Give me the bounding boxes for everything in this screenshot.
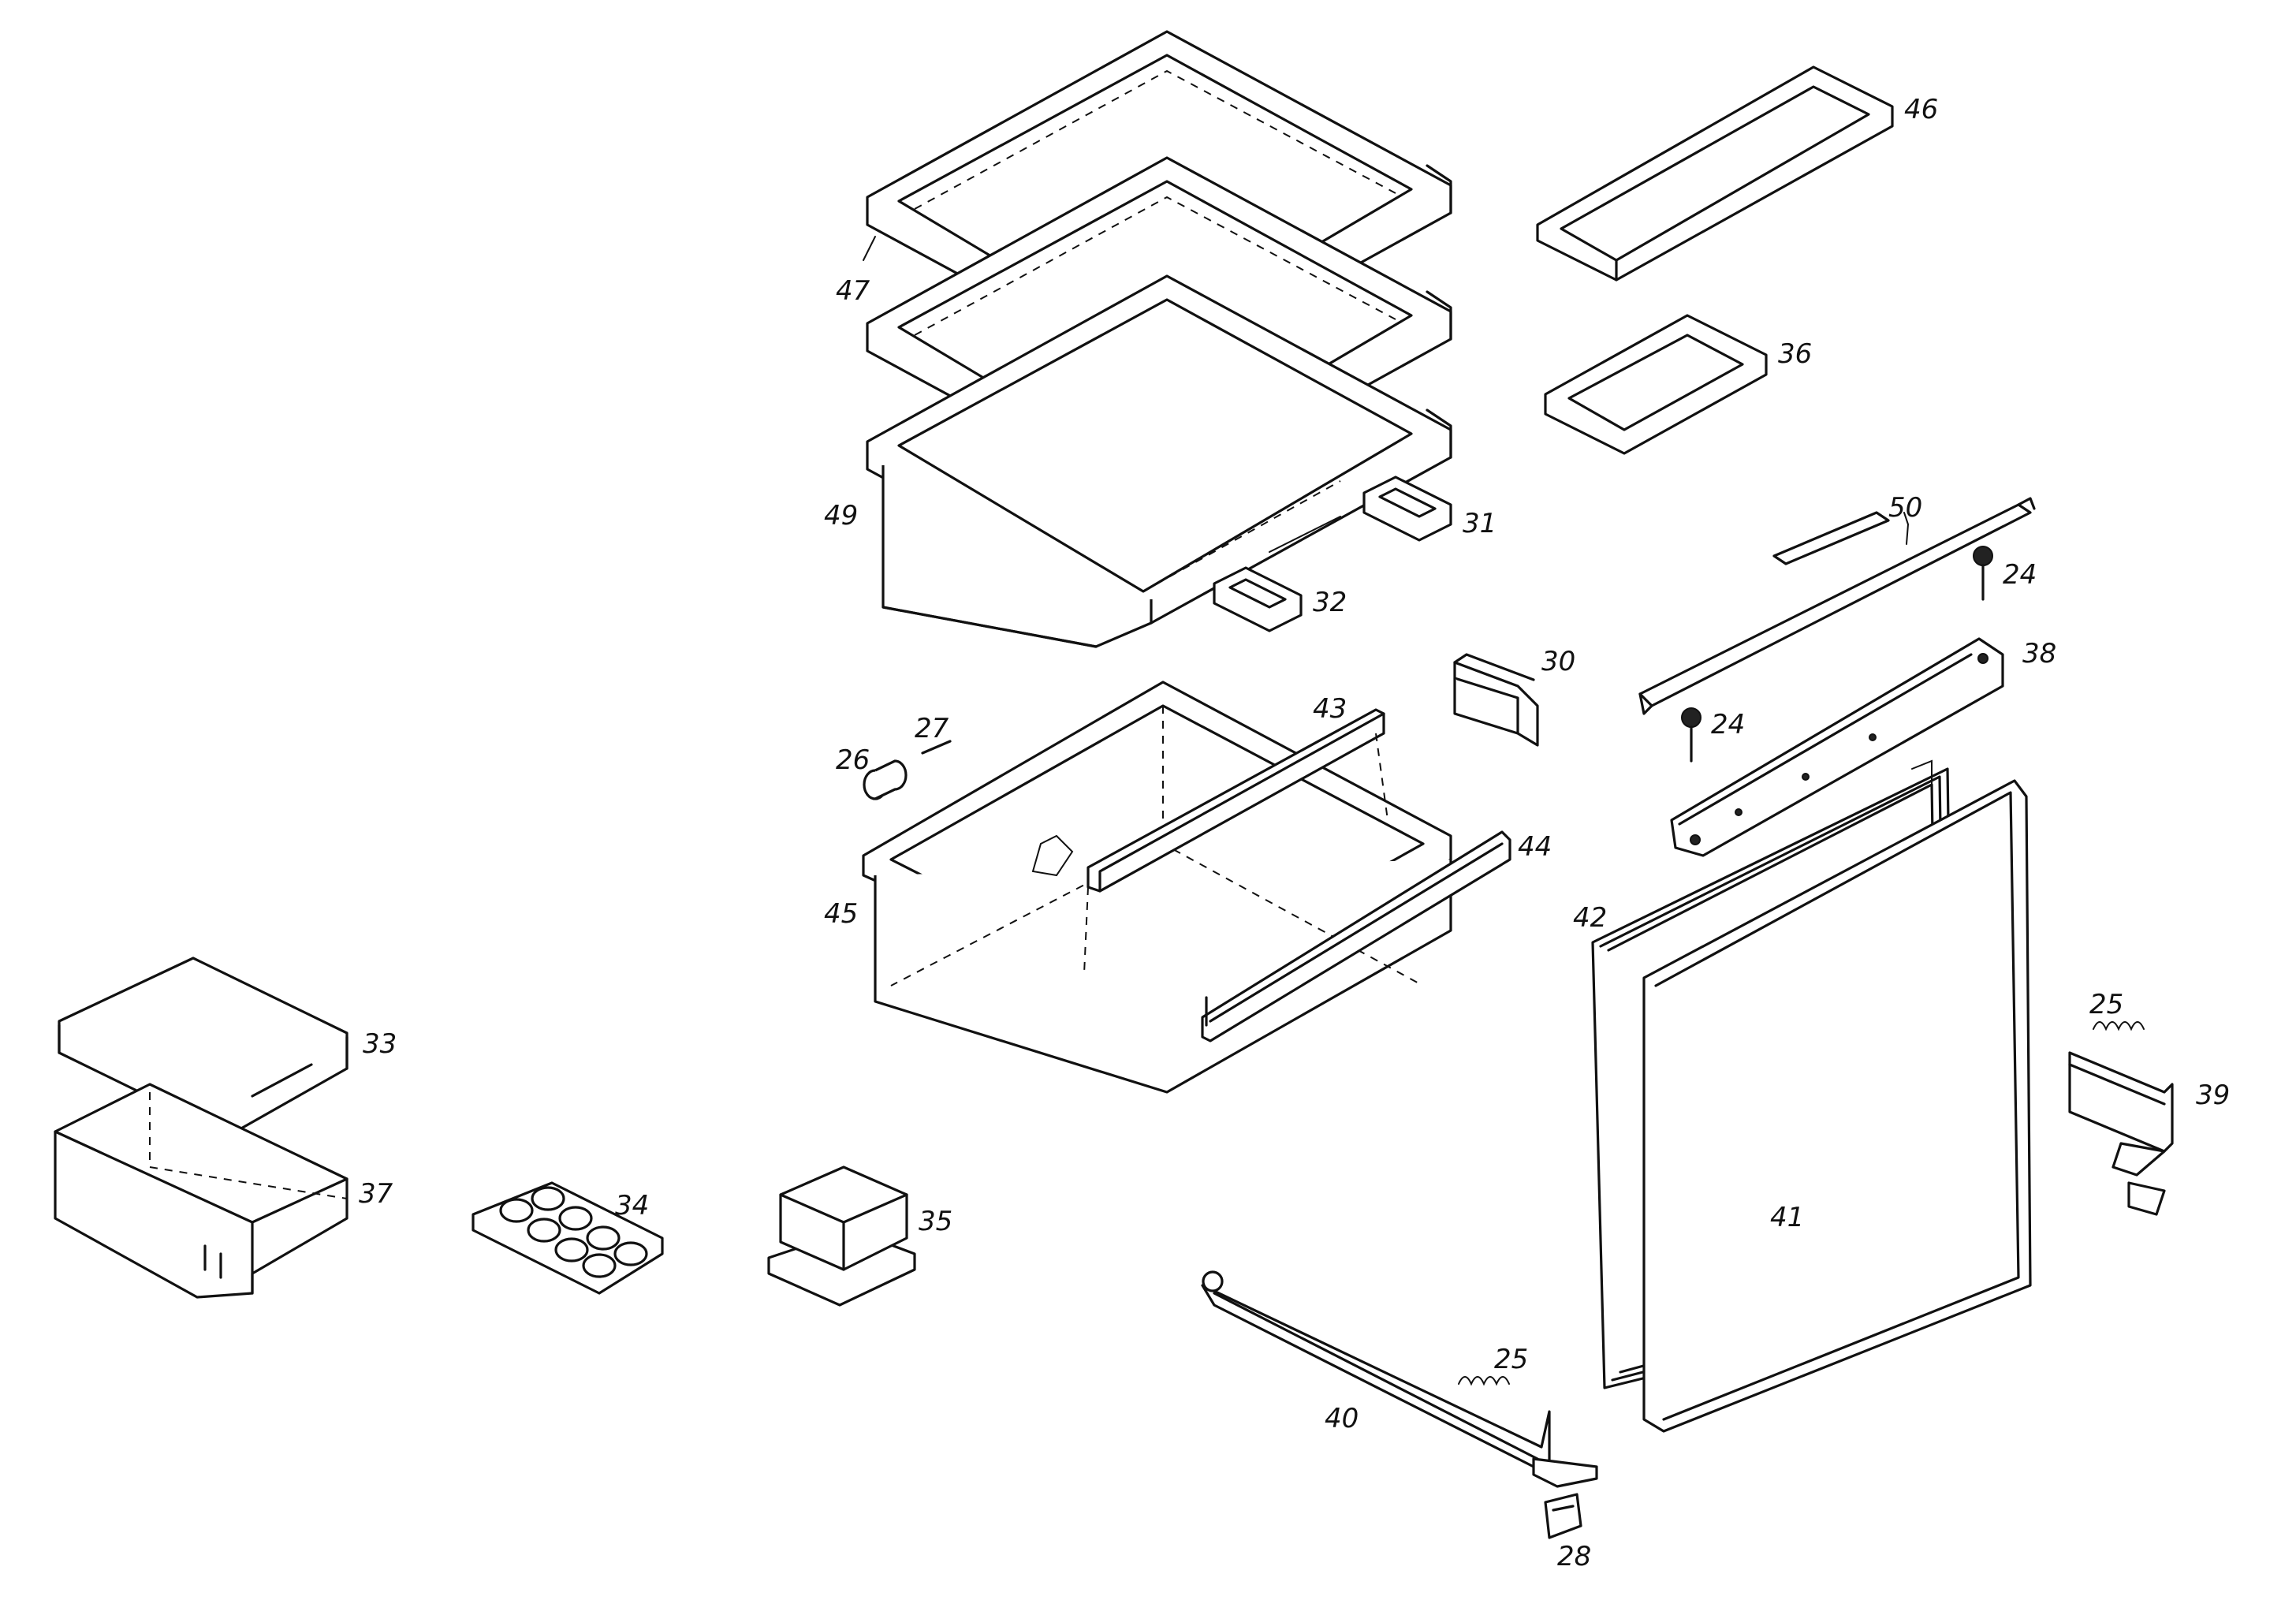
callout-36: 36: [1778, 338, 1812, 370]
leader-50: [1903, 512, 1909, 525]
part-25-spring-bottom: [1458, 1376, 1510, 1386]
callout-27: 27: [915, 713, 949, 744]
callout-35: 35: [919, 1206, 952, 1237]
part-43-divider: [1083, 708, 1388, 975]
part-40-hinge-rail: [1201, 1270, 1598, 1488]
callout-46: 46: [1904, 94, 1938, 125]
part-28-hinge-pin: [1544, 1493, 1582, 1539]
callout-44: 44: [1518, 831, 1552, 863]
callout-40: 40: [1325, 1403, 1359, 1434]
part-26-roller: [863, 759, 908, 800]
part-33-box-lid: [58, 957, 348, 1137]
part-30-bracket: [1453, 653, 1539, 747]
callout-41: 41: [1770, 1202, 1804, 1233]
callout-25-bottom: 25: [1494, 1344, 1528, 1375]
part-44-front-strip: [1201, 830, 1511, 1042]
part-37-storage-box: [54, 1083, 348, 1299]
callout-47: 47: [836, 275, 870, 307]
callout-31: 31: [1463, 508, 1496, 539]
part-24-screw-upper: [1973, 546, 1993, 601]
part-49-shelf-with-tray: [866, 274, 1452, 648]
leader-31: [1269, 516, 1341, 553]
callout-24-lower: 24: [1711, 709, 1745, 740]
callout-50: 50: [1888, 492, 1922, 524]
part-27-pin: [921, 740, 952, 755]
callout-42: 42: [1573, 902, 1607, 934]
callout-26: 26: [836, 744, 870, 776]
part-50-top-rail: [1638, 497, 2036, 715]
callout-37: 37: [359, 1178, 393, 1210]
part-32-clip: [1213, 566, 1303, 632]
part-24-screw-lower: [1681, 707, 1702, 763]
callout-30: 30: [1541, 646, 1575, 677]
part-25-spring-right: [2093, 1021, 2145, 1031]
part-34-egg-tray: [472, 1181, 664, 1295]
part-46-long-tray: [1536, 65, 1894, 282]
callout-labels: 46 47 49 36 31 32 50 24 38 30 24 43 27 2…: [359, 94, 2230, 1572]
callout-33: 33: [363, 1028, 397, 1060]
part-31-clip: [1362, 476, 1452, 542]
callout-49: 49: [824, 500, 858, 531]
callout-34: 34: [615, 1190, 649, 1221]
leader-47: [863, 236, 876, 261]
part-39-lower-hinge: [2068, 1051, 2174, 1216]
callout-45: 45: [824, 898, 858, 930]
callout-24-upper: 24: [2003, 559, 2037, 591]
part-41-door-panel: [1642, 779, 2032, 1433]
callout-28: 28: [1557, 1541, 1591, 1572]
callout-43: 43: [1313, 693, 1347, 725]
callout-25-right: 25: [2089, 989, 2123, 1020]
part-35-small-container: [767, 1166, 916, 1307]
callout-32: 32: [1313, 587, 1347, 618]
part-38-hinge-bracket: [1670, 637, 2004, 857]
part-36-short-tray: [1544, 314, 1768, 455]
callout-38: 38: [2022, 638, 2056, 669]
callout-39: 39: [2196, 1080, 2230, 1111]
